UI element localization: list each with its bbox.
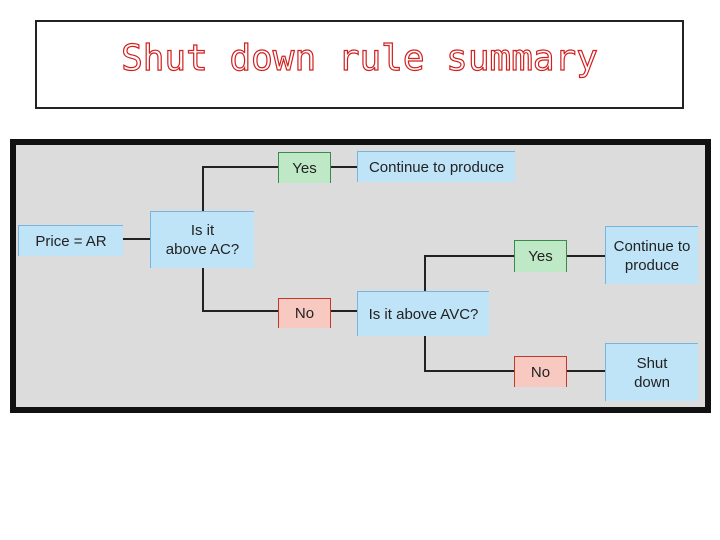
- connector-price-to-ac: [123, 238, 150, 240]
- connector-ac-up: [202, 166, 204, 211]
- slide-title: Shut down rule summary: [120, 37, 598, 79]
- yes-label-top: Yes: [292, 159, 317, 177]
- yes-label-right: Yes: [528, 248, 553, 265]
- continue-produce-top-box: Continue to produce: [357, 151, 515, 182]
- connector-no-to-shutdown: [567, 370, 605, 372]
- title-frame: Shut down rule summary: [35, 20, 684, 109]
- connector-yes-to-continue-right: [567, 255, 605, 257]
- connector-ac-to-yes: [202, 166, 278, 168]
- flowchart-frame: Price = AR Is it above AC? Yes Continue …: [10, 139, 711, 413]
- above-ac-label: Is it above AC?: [165, 222, 240, 258]
- no-box-bottom: No: [514, 356, 567, 387]
- shut-down-box: Shut down: [605, 343, 698, 401]
- yes-box-right: Yes: [514, 240, 567, 272]
- connector-avc-to-no: [424, 370, 514, 372]
- price-ar-box: Price = AR: [18, 225, 123, 256]
- continue-produce-top-label: Continue to produce: [368, 158, 505, 176]
- connector-ac-to-no: [202, 310, 278, 312]
- above-ac-box: Is it above AC?: [150, 211, 254, 268]
- yes-box-top: Yes: [278, 152, 331, 183]
- connector-avc-down: [424, 336, 426, 372]
- no-label-bottom: No: [530, 363, 551, 381]
- no-label-middle: No: [294, 305, 315, 322]
- above-avc-box: Is it above AVC?: [357, 291, 489, 336]
- no-box-middle: No: [278, 298, 331, 328]
- shut-down-label: Shut down: [634, 354, 670, 391]
- connector-yes-to-continue: [331, 166, 357, 168]
- connector-no-to-avc: [331, 310, 357, 312]
- continue-produce-right-label: Continue to produce: [613, 237, 691, 274]
- connector-ac-down: [202, 268, 204, 312]
- price-ar-label: Price = AR: [35, 232, 107, 250]
- connector-avc-to-yes: [424, 255, 514, 257]
- flowchart-canvas: Price = AR Is it above AC? Yes Continue …: [16, 145, 705, 407]
- connector-avc-up: [424, 255, 426, 291]
- above-avc-label: Is it above AVC?: [368, 305, 479, 323]
- continue-produce-right-box: Continue to produce: [605, 226, 698, 284]
